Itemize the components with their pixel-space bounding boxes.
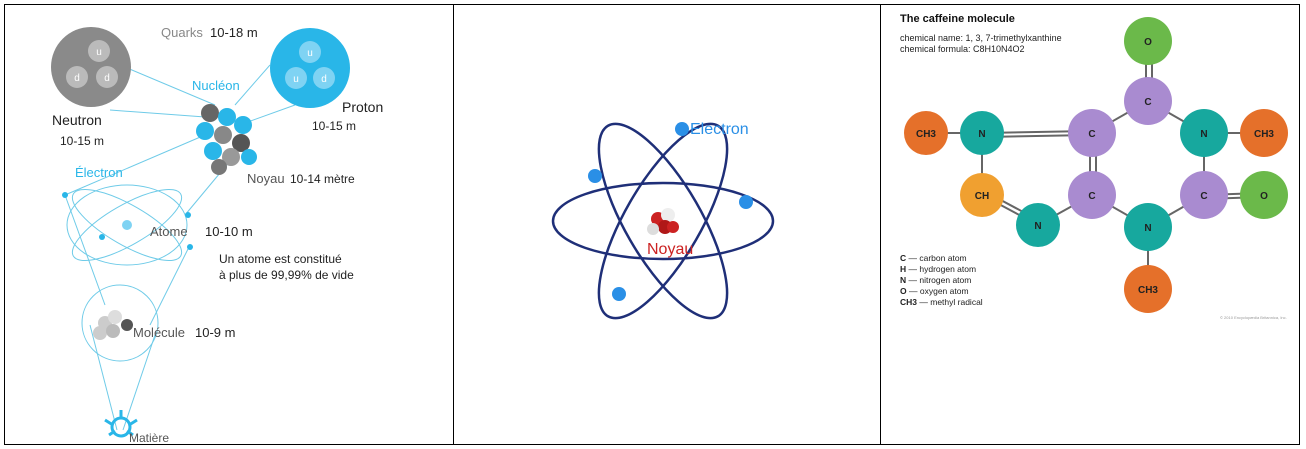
atom-label: C — [1088, 129, 1095, 140]
quark-u-label: u — [293, 74, 299, 85]
neutron-graphic: u d d — [51, 27, 131, 107]
caffeine-panel: O C N CH3 C O N CH3 C C N CH N CH3 The c… — [880, 5, 1301, 444]
atom-nucleus — [647, 208, 679, 235]
proton-size-label: 10-15 m — [312, 119, 356, 133]
matter-scale-panel: u d d u u d — [5, 5, 454, 444]
quark-u-label: u — [96, 47, 102, 58]
copyright-note: © 2010 Encyclopædia Britannica, Inc. — [1220, 315, 1287, 320]
legend-item: CH3 — methyl radical — [900, 297, 983, 308]
atom-label: CH3 — [916, 129, 936, 140]
electron-label: Électron — [75, 165, 123, 180]
legend-item: H — hydrogen atom — [900, 264, 983, 275]
molecule-graphic — [93, 310, 133, 340]
noyau-size-label: 10-14 mètre — [290, 172, 355, 186]
atom-label: C — [1144, 97, 1151, 108]
atom-legend: C — carbon atom H — hydrogen atom N — ni… — [900, 253, 983, 308]
legend-item: C — carbon atom — [900, 253, 983, 264]
atom-panel: Electron Noyau — [453, 5, 881, 444]
quark-d-label: d — [74, 73, 80, 84]
atome-label: Atome — [150, 224, 188, 239]
quark-d-label: d — [321, 74, 327, 85]
three-panel-figure: u d d u u d — [4, 4, 1300, 445]
proton-label: Proton — [342, 99, 383, 115]
atom-label: N — [1200, 129, 1207, 140]
nucleus-cluster — [196, 104, 257, 175]
legend-item: N — nitrogen atom — [900, 275, 983, 286]
atome-size-label: 10-10 m — [205, 224, 253, 239]
neutron-label: Neutron — [52, 112, 102, 128]
matiere-label: Matière — [129, 431, 169, 444]
atom-label: N — [1144, 223, 1151, 234]
neutron-size-label: 10-15 m — [60, 134, 104, 148]
atom-label: O — [1144, 37, 1152, 48]
quark-u-label: u — [307, 48, 313, 59]
electron-label: Electron — [690, 121, 749, 138]
atom-label: CH — [975, 191, 989, 202]
legend-item: O — oxygen atom — [900, 286, 983, 297]
atom-label: N — [1034, 221, 1041, 232]
matter-scale-diagram: u d d u u d — [5, 5, 453, 444]
nucleon-label: Nucléon — [192, 78, 240, 93]
molecule-bonds — [926, 41, 1264, 287]
vide-line2: à plus de 99,99% de vide — [219, 268, 354, 282]
quarks-size-label: 10-18 m — [210, 25, 258, 40]
atom-diagram: Electron Noyau — [453, 5, 880, 444]
vide-line1: Un atome est constitué — [219, 252, 342, 266]
atom-label: CH3 — [1138, 285, 1158, 296]
atom-label: CH3 — [1254, 129, 1274, 140]
caffeine-title: The caffeine molecule — [900, 13, 1015, 25]
caffeine-molecule-diagram: O C N CH3 C O N CH3 C C N CH N CH3 — [880, 5, 1301, 444]
chemical-formula: chemical formula: C8H10N4O2 — [900, 44, 1025, 54]
proton-graphic: u u d — [270, 28, 350, 108]
chemical-name: chemical name: 1, 3, 7-trimethylxanthine — [900, 33, 1062, 43]
noyau-label: Noyau — [247, 171, 285, 186]
molecule-label: Molécule — [133, 325, 185, 340]
atom-label: N — [978, 129, 985, 140]
molecule-size-label: 10-9 m — [195, 325, 235, 340]
atom-label: C — [1200, 191, 1207, 202]
quark-d-label: d — [104, 73, 110, 84]
nucleus-label: Noyau — [647, 241, 693, 258]
atom-label: C — [1088, 191, 1095, 202]
quarks-label: Quarks — [161, 25, 203, 40]
atom-label: O — [1260, 191, 1268, 202]
